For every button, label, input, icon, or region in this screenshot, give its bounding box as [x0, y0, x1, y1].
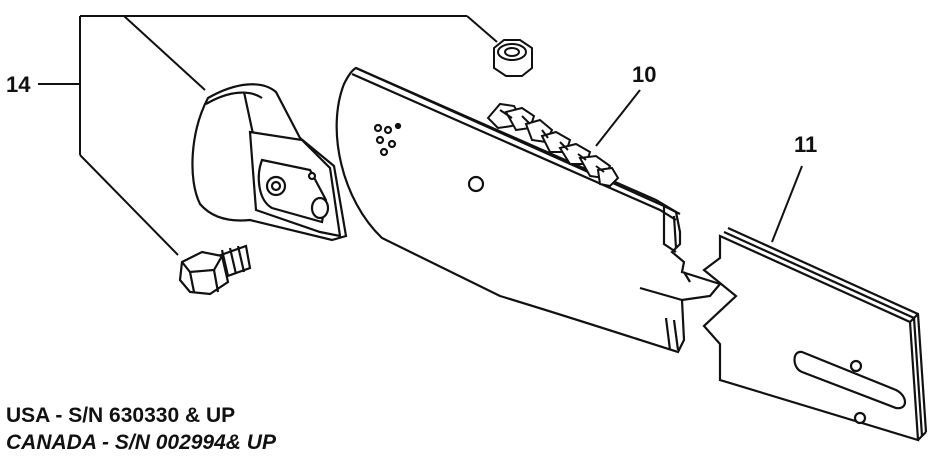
bar-clamp-part: [191, 83, 348, 242]
serial-usa-label: USA - S/N 630330 & UP: [6, 404, 236, 427]
nut-part: [493, 39, 533, 77]
callout-label-10: 10: [632, 62, 656, 87]
bolt-part: [178, 244, 252, 296]
bar-extension-part: [702, 226, 928, 442]
callout-bracket-14: [38, 15, 498, 256]
guide-bar-part: [335, 66, 722, 354]
callout-label-11: 11: [794, 132, 817, 157]
serial-canada-label: CANADA - S/N 002994& UP: [6, 431, 276, 454]
callout-leader-10: [595, 89, 641, 147]
saw-chain-part: [486, 102, 620, 188]
callout-label-14: 14: [6, 72, 31, 97]
callout-leader-11: [771, 165, 803, 243]
